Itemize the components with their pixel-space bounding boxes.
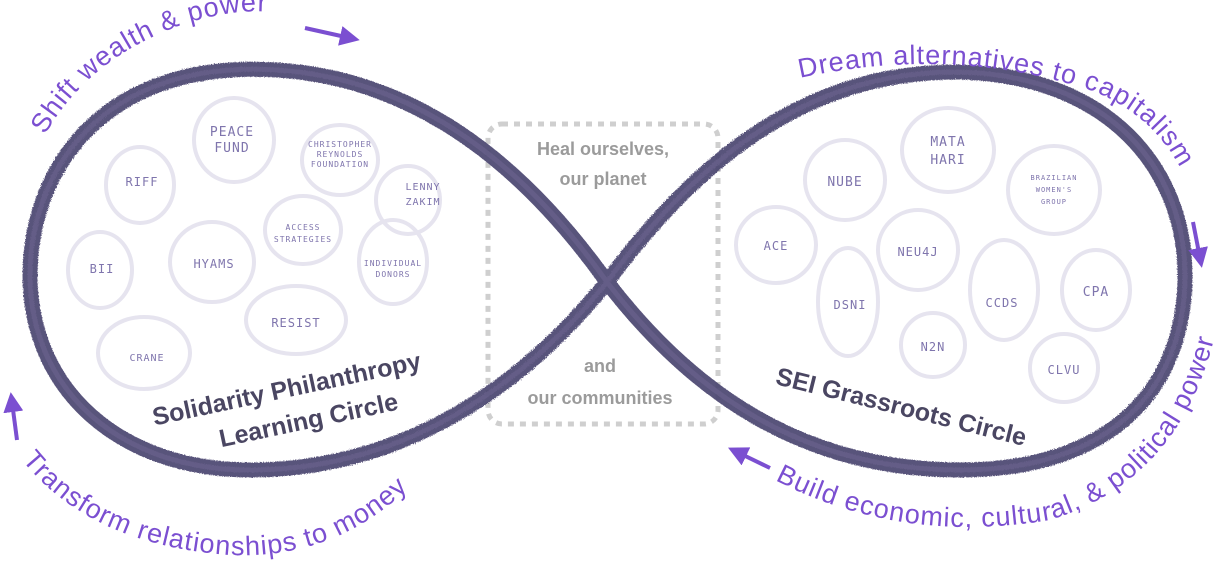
arrow-right-icon: [305, 28, 350, 38]
org-individual-donors-line1: INDIVIDUAL: [364, 259, 422, 268]
org-brazilian-womens-group-line1: BRAZILIAN: [1031, 174, 1078, 182]
arrow-left-icon: [737, 452, 770, 468]
org-brazilian-womens-group-line3: GROUP: [1041, 198, 1067, 206]
org-ccds: CCDS: [986, 296, 1019, 310]
org-resist: RESIST: [271, 316, 320, 330]
org-cpa: CPA: [1083, 285, 1109, 300]
arrow-down-icon: [1193, 222, 1200, 258]
org-christopher-reynolds-line2: REYNOLDS: [317, 150, 364, 159]
center-heal-line2: our planet: [559, 169, 646, 189]
org-individual-donors-line2: DONORS: [376, 270, 411, 279]
org-hyams: HYAMS: [193, 257, 234, 271]
org-mata-hari-line2: HARI: [930, 153, 965, 168]
org-peace-fund-line1: PEACE: [210, 125, 254, 140]
org-crane: CRANE: [129, 353, 164, 364]
left-circle-members: [68, 98, 440, 389]
org-clvu: CLVU: [1048, 363, 1081, 377]
center-heal-line1: Heal ourselves,: [537, 139, 669, 159]
org-bii: BII: [90, 262, 115, 276]
center-and: and: [584, 356, 616, 376]
org-christopher-reynolds-line1: CHRISTOPHER: [308, 140, 372, 149]
org-lenny-zakim-line1: LENNY: [405, 182, 440, 193]
org-access-strategies-line2: STRATEGIES: [274, 235, 332, 244]
org-peace-fund-line2: FUND: [214, 141, 249, 156]
org-dsni: DSNI: [834, 298, 867, 312]
org-n2n: N2N: [921, 340, 946, 354]
org-riff: RIFF: [126, 175, 159, 189]
org-access-strategies-line1: ACCESS: [286, 223, 321, 232]
arrow-up-icon: [12, 402, 17, 440]
center-communities: our communities: [527, 388, 672, 408]
org-nube: NUBE: [827, 175, 862, 190]
org-mata-hari-line1: MATA: [930, 135, 965, 150]
org-lenny-zakim-line2: ZAKIM: [405, 197, 440, 208]
org-brazilian-womens-group-line2: WOMEN'S: [1036, 186, 1073, 194]
org-ace: ACE: [764, 239, 789, 253]
org-christopher-reynolds-line3: FOUNDATION: [311, 160, 369, 169]
org-neu4j: NEU4J: [897, 245, 938, 259]
